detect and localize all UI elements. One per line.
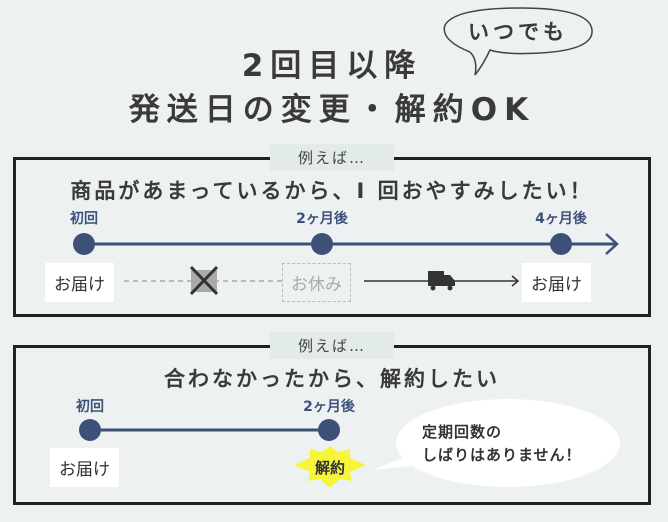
speech-bubble-outline xyxy=(443,7,593,76)
arrow-head-icon xyxy=(605,233,619,255)
note-bubble xyxy=(396,399,620,487)
timeline-label: 4ヶ月後 xyxy=(535,211,587,227)
note-line-2: しばりはありません！ xyxy=(422,446,582,464)
truck-icon xyxy=(428,271,455,291)
timeline-dot xyxy=(550,233,572,255)
delivery-box: お届け xyxy=(50,448,119,487)
timeline-label: 2ヶ月後 xyxy=(303,399,355,415)
title-line-1: 2回目以降 xyxy=(241,48,423,84)
example-headline: 合わなかったから、解約したい xyxy=(164,367,500,391)
example-headline: 商品があまっているから、I 回おやすみしたい！ xyxy=(70,179,594,203)
timeline-label: 初回 xyxy=(76,399,104,415)
timeline-dot xyxy=(311,233,333,255)
example-tag: 例えば… xyxy=(269,332,395,359)
note-line-1: 定期回数の xyxy=(422,423,503,441)
timeline-label: 2ヶ月後 xyxy=(296,211,348,227)
timeline-dot xyxy=(79,419,101,441)
burst-shape xyxy=(294,446,366,488)
title-line-2: 発送日の変更・解約OK xyxy=(128,92,536,128)
note-text: 定期回数の しばりはありません！ xyxy=(422,421,582,467)
note-bubble-tail xyxy=(372,455,420,470)
skip-box: お休み xyxy=(282,263,351,302)
example-tag: 例えば… xyxy=(269,144,395,171)
timeline-label: 初回 xyxy=(70,211,98,227)
timeline-dot xyxy=(318,419,340,441)
timeline-dot xyxy=(73,233,95,255)
delivery-box: お届け xyxy=(45,263,114,302)
cross-icon xyxy=(189,265,219,296)
arrow-head-icon xyxy=(511,275,520,287)
cancel-label: 解約 xyxy=(314,459,346,477)
bubble-text: いつでも xyxy=(468,20,568,44)
delivery-box: お届け xyxy=(522,263,591,302)
